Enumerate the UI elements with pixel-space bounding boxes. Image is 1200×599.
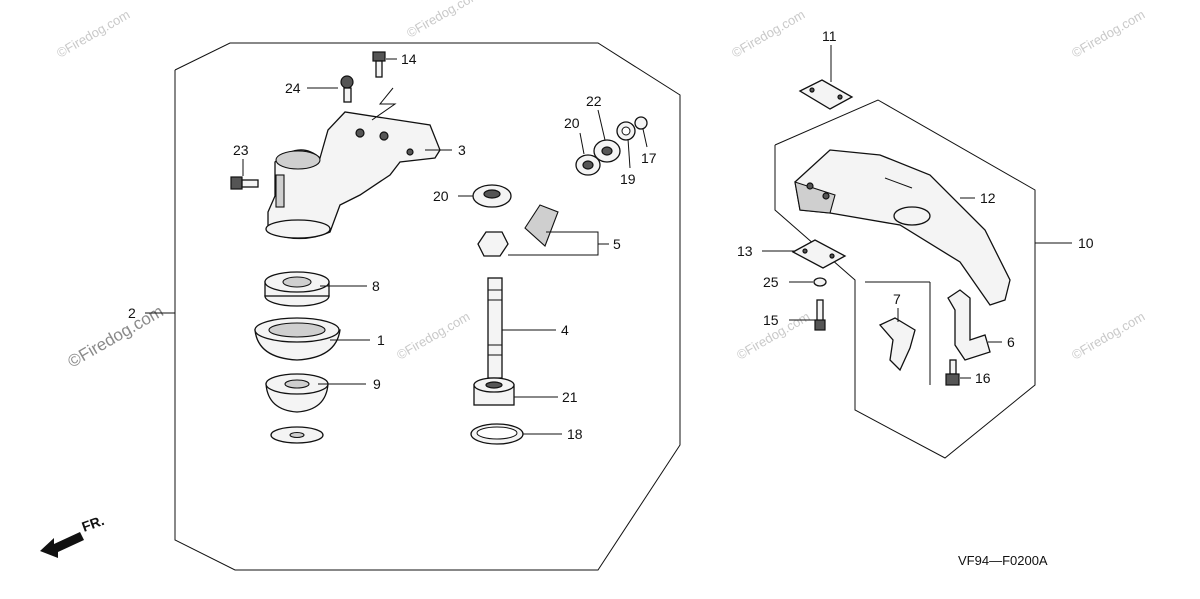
seal-part[interactable]	[616, 121, 636, 141]
bearing-holder-part[interactable]	[264, 271, 330, 307]
watermark-large: ©Firedog.com	[65, 302, 167, 372]
holder-part[interactable]	[265, 373, 329, 413]
arrow-icon	[40, 532, 84, 558]
bearing-part[interactable]	[593, 139, 621, 163]
watermark: ©Firedog.com	[729, 7, 807, 61]
callout-labels: 14 24 23 3 8 1 9 2 20 5 4 21 18 20 22 19…	[128, 28, 1094, 442]
callout-21[interactable]: 21	[562, 389, 578, 405]
plate-part[interactable]	[791, 239, 847, 269]
bolt-part[interactable]	[340, 75, 354, 103]
blade-protector-part[interactable]	[794, 149, 1011, 306]
callout-6[interactable]: 6	[1007, 334, 1015, 350]
bolt-part[interactable]	[945, 359, 960, 386]
circlip-part[interactable]	[470, 423, 524, 445]
callout-22[interactable]: 22	[586, 93, 602, 109]
callout-19[interactable]: 19	[620, 171, 636, 187]
callout-3[interactable]: 3	[458, 142, 466, 158]
callout-8[interactable]: 8	[372, 278, 380, 294]
bearing-part[interactable]	[472, 184, 512, 208]
callout-25[interactable]: 25	[763, 274, 779, 290]
plate-part[interactable]	[798, 79, 854, 110]
watermark: ©Firedog.com	[404, 0, 482, 41]
cover-part[interactable]	[254, 317, 341, 361]
callout-10[interactable]: 10	[1078, 235, 1094, 251]
watermark: ©Firedog.com	[54, 7, 132, 61]
bolt-part[interactable]	[814, 299, 826, 331]
watermark: ©Firedog.com	[394, 309, 472, 363]
callout-9[interactable]: 9	[373, 376, 381, 392]
callout-12[interactable]: 12	[980, 190, 996, 206]
diagram-code: VF94—F0200A	[958, 553, 1048, 568]
leader-line	[371, 87, 397, 121]
callout-14[interactable]: 14	[401, 51, 417, 67]
bearing-part[interactable]	[575, 154, 601, 176]
bearing-part[interactable]	[473, 377, 515, 406]
bracket-part[interactable]	[878, 317, 916, 372]
callout-15[interactable]: 15	[763, 312, 779, 328]
protector-assembly-outline	[774, 99, 1036, 459]
bevel-gear-set-part[interactable]	[477, 204, 559, 257]
bolt-part[interactable]	[230, 176, 259, 190]
callout-24[interactable]: 24	[285, 80, 301, 96]
callout-16[interactable]: 16	[975, 370, 991, 386]
callout-17[interactable]: 17	[641, 150, 657, 166]
washer-part[interactable]	[813, 277, 827, 287]
circlip-part[interactable]	[634, 116, 648, 130]
bolt-part[interactable]	[372, 51, 386, 78]
gear-case-assembly-outline	[174, 42, 681, 571]
watermark: ©Firedog.com	[1069, 309, 1147, 363]
callout-1[interactable]: 1	[377, 332, 385, 348]
drive-shaft-part[interactable]	[487, 277, 503, 379]
washer-part[interactable]	[270, 426, 324, 444]
callout-7[interactable]: 7	[893, 291, 901, 307]
callout-2[interactable]: 2	[128, 305, 136, 321]
callout-11[interactable]: 11	[822, 28, 837, 44]
front-direction-indicator: FR.	[40, 512, 106, 558]
leader-lines	[145, 45, 1072, 435]
watermark: ©Firedog.com	[1069, 7, 1147, 61]
callout-4[interactable]: 4	[561, 322, 569, 338]
bracket-part[interactable]	[947, 289, 991, 361]
callout-18[interactable]: 18	[567, 426, 583, 442]
callout-20[interactable]: 20	[433, 188, 449, 204]
gear-case-part[interactable]	[265, 111, 441, 240]
callout-13[interactable]: 13	[737, 243, 753, 259]
callout-23[interactable]: 23	[233, 142, 249, 158]
callout-5[interactable]: 5	[613, 236, 621, 252]
callout-20[interactable]: 20	[564, 115, 580, 131]
front-label: FR.	[80, 512, 107, 535]
